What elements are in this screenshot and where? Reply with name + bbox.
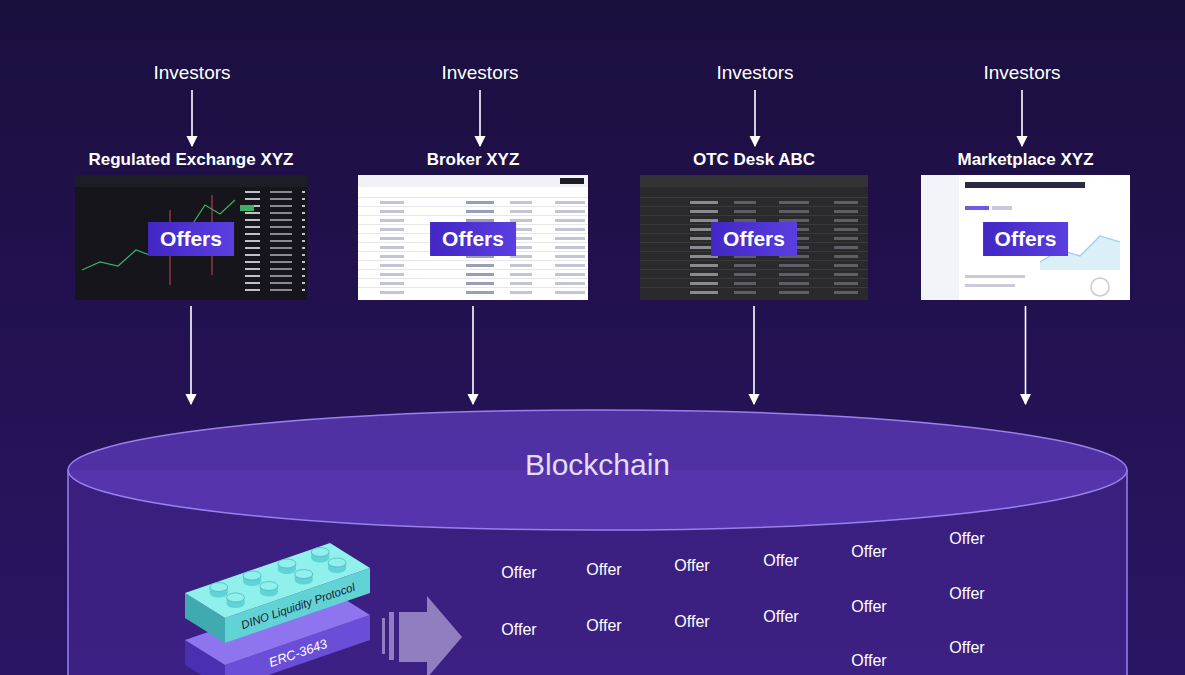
blockchain-title: Blockchain [68, 448, 1127, 482]
investor-node: Investors [716, 62, 793, 84]
brick-stud [227, 593, 245, 602]
offer-label: Offer [851, 652, 886, 670]
flow-arrow [754, 90, 756, 146]
investor-label: Investors [441, 62, 518, 84]
offer-label: Offer [763, 552, 798, 570]
offers-badge: Offers [983, 222, 1069, 256]
platform-card: Marketplace XYZ Offers [921, 150, 1130, 300]
offers-badge: Offers [430, 222, 516, 256]
otc-screenshot [640, 175, 868, 300]
investor-node: Investors [983, 62, 1060, 84]
flow-arrow [1025, 306, 1027, 404]
screenshot-area: Offers [75, 175, 307, 300]
brick-stud [210, 583, 228, 592]
offer-label: Offer [949, 530, 984, 548]
platform-card: Regulated Exchange XYZ Offers [75, 150, 307, 300]
offer-label: Offer [763, 608, 798, 626]
platform-card: Broker XYZ Offers [358, 150, 588, 300]
offer-label: Offer [586, 617, 621, 635]
investor-label: Investors [716, 62, 793, 84]
offer-label: Offer [674, 557, 709, 575]
platform-card: OTC Desk ABC Offers [640, 150, 868, 300]
broker-screenshot [358, 175, 588, 300]
screenshot-area: Offers [921, 175, 1130, 300]
offer-label: Offer [851, 543, 886, 561]
offer-label: Offer [949, 585, 984, 603]
protocol-brick: DINO Liquidity Protocol [185, 533, 375, 648]
brick-stud [295, 570, 313, 579]
offer-label: Offer [501, 564, 536, 582]
investor-node: Investors [153, 62, 230, 84]
investor-label: Investors [983, 62, 1060, 84]
flow-arrow [479, 90, 481, 146]
exchange-screenshot [75, 175, 307, 300]
cylinder-side [1126, 470, 1128, 675]
platform-name: Regulated Exchange XYZ [75, 150, 307, 175]
flow-arrow [191, 90, 193, 146]
investor-node: Investors [441, 62, 518, 84]
screenshot-area: Offers [358, 175, 588, 300]
investor-label: Investors [153, 62, 230, 84]
brick-stud [311, 548, 329, 557]
brick-stud [243, 571, 261, 580]
offer-label: Offer [501, 621, 536, 639]
brick-stud [278, 559, 296, 568]
offer-label: Offer [674, 613, 709, 631]
offer-label: Offer [851, 598, 886, 616]
flow-arrow [1021, 90, 1023, 146]
platform-name: Broker XYZ [358, 150, 588, 175]
offers-badge: Offers [711, 222, 797, 256]
cylinder-side [67, 470, 69, 675]
brick-stud [328, 558, 346, 567]
big-arrow [382, 596, 462, 675]
flow-arrow [753, 306, 755, 404]
marketplace-screenshot [921, 175, 1130, 300]
platform-name: Marketplace XYZ [921, 150, 1130, 175]
flow-arrow [472, 306, 474, 404]
offer-label: Offer [949, 639, 984, 657]
platform-name: OTC Desk ABC [640, 150, 868, 175]
cylinder-top [68, 410, 1127, 530]
flow-arrow [190, 306, 192, 404]
offers-badge: Offers [148, 222, 234, 256]
offer-label: Offer [586, 561, 621, 579]
screenshot-area: Offers [640, 175, 868, 300]
brick-stud [260, 582, 278, 591]
